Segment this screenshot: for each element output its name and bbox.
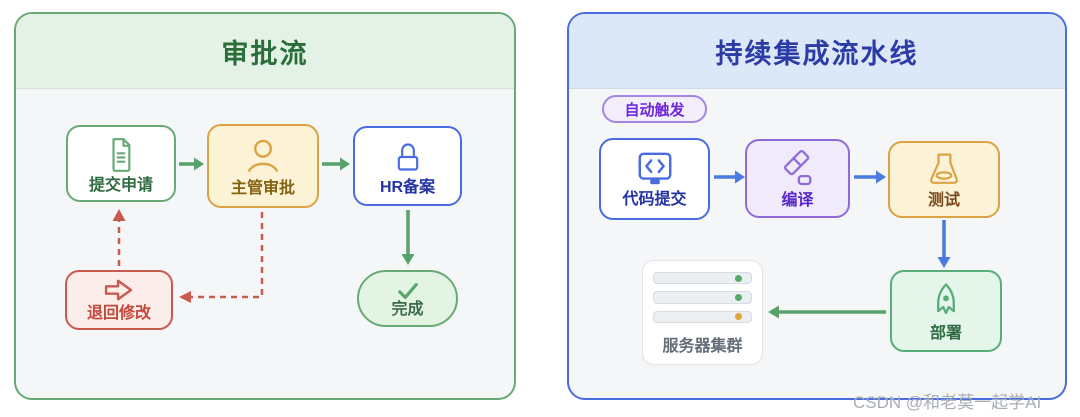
server-status-dot [735, 293, 742, 301]
node-manager-approval: 主管审批 [207, 124, 319, 208]
person-icon [248, 139, 278, 172]
ci-panel-header: 持续集成流水线 [569, 14, 1065, 89]
server-status-dot [735, 313, 742, 321]
node-label: 完成 [391, 300, 424, 318]
approval-panel-title: 审批流 [221, 38, 309, 69]
node-deploy: 部署 [890, 270, 1002, 352]
node-compile: 编译 [745, 139, 850, 218]
csdn-watermark: CSDN @和老莫一起学AI [853, 393, 1042, 412]
node-label: 部署 [929, 325, 962, 342]
node-server-cluster: 服务器集群 [642, 260, 763, 365]
server-bar [653, 291, 752, 304]
auto-trigger-badge: 自动触发 [602, 95, 707, 123]
approval-panel-header: 审批流 [16, 14, 514, 89]
node-label: 测试 [927, 191, 960, 209]
node-label: 提交申请 [88, 176, 153, 194]
approval-flow-panel: 审批流 [14, 12, 516, 400]
ci-panel-title: 持续集成流水线 [715, 38, 919, 69]
node-hr-filing: HR备案 [353, 126, 462, 206]
node-submit-application: 提交申请 [66, 125, 176, 202]
code-monitor-icon [638, 152, 671, 185]
check-icon [397, 282, 418, 299]
node-done: 完成 [357, 270, 458, 327]
node-code-commit: 代码提交 [599, 138, 710, 220]
node-label: HR备案 [379, 179, 436, 196]
node-label: 退回修改 [86, 305, 151, 322]
node-test: 测试 [888, 141, 1000, 218]
server-cluster-label: 服务器集群 [662, 337, 743, 355]
lock-icon [397, 143, 418, 171]
eraser-tool-icon [783, 149, 811, 185]
return-arrow-icon [104, 279, 133, 301]
server-bar [653, 310, 752, 323]
rocket-icon [937, 283, 955, 315]
flask-icon [930, 153, 958, 184]
node-label: 主管审批 [230, 180, 295, 197]
server-bar [653, 272, 752, 285]
node-return-revise: 退回修改 [65, 270, 173, 330]
node-label: 代码提交 [622, 191, 687, 208]
server-status-dot [735, 274, 742, 282]
node-label: 编译 [781, 191, 814, 209]
document-icon [112, 137, 131, 172]
